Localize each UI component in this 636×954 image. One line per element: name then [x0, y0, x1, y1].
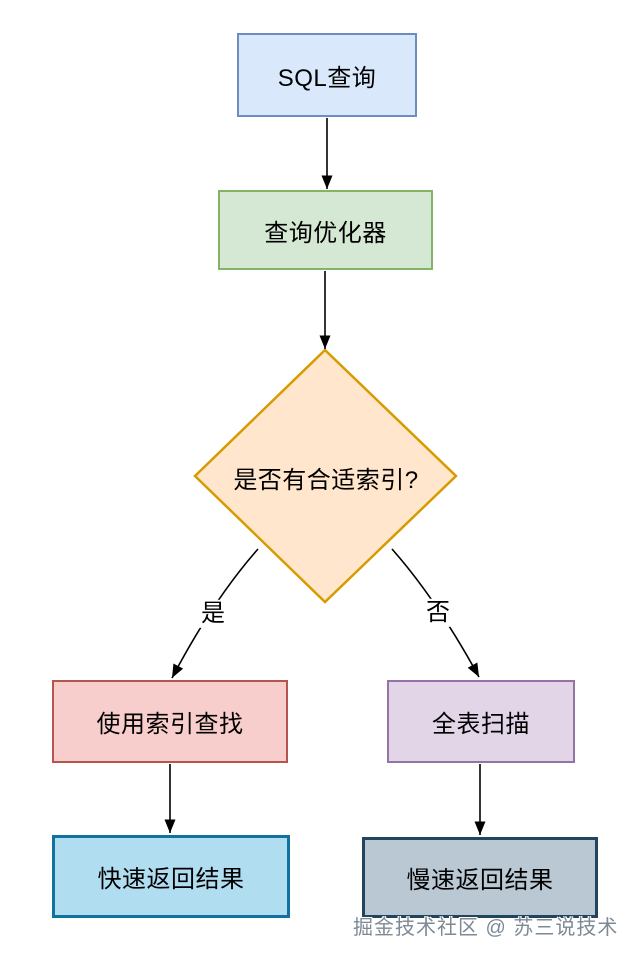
edge-label-no-text: 否 — [426, 598, 450, 626]
edge-label-yes-text: 是 — [201, 599, 225, 627]
node-full-table-scan-label: 全表扫描 — [432, 711, 530, 738]
node-slow-result: 慢速返回结果 — [362, 837, 598, 918]
node-fast-result-label: 快速返回结果 — [97, 866, 245, 893]
node-full-table-scan: 全表扫描 — [387, 680, 575, 763]
decision-diamond-shape — [193, 348, 458, 604]
node-slow-result-label: 慢速返回结果 — [406, 867, 554, 894]
watermark: 掘金技术社区 @ 苏三说技术 — [353, 917, 619, 939]
node-sql-query-label: SQL查询 — [277, 64, 377, 92]
node-index-lookup-label: 使用索引查找 — [96, 711, 244, 738]
node-query-optimizer: 查询优化器 — [218, 190, 433, 270]
node-fast-result: 快速返回结果 — [52, 835, 290, 918]
edge-label-yes: 是 — [198, 599, 228, 629]
edge-label-no: 否 — [423, 598, 453, 628]
node-sql-query: SQL查询 — [237, 33, 417, 117]
node-index-lookup: 使用索引查找 — [52, 680, 288, 763]
node-query-optimizer-label: 查询优化器 — [264, 219, 387, 247]
